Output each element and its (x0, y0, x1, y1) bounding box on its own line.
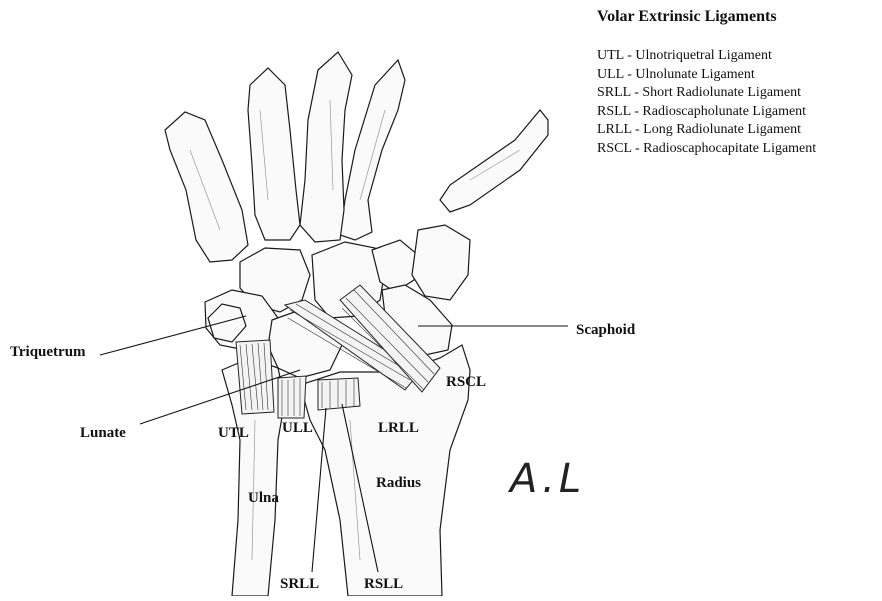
legend-item: UTL - Ulnotriquetral Ligament (597, 47, 877, 66)
label-utl: UTL (218, 425, 249, 442)
label-ull: ULL (282, 420, 313, 437)
srll-ligament (318, 378, 360, 410)
label-lunate: Lunate (80, 425, 126, 442)
legend-item: SRLL - Short Radiolunate Ligament (597, 84, 877, 103)
legend-list: UTL - Ulnotriquetral Ligament ULL - Ulno… (597, 47, 877, 159)
legend-title: Volar Extrinsic Ligaments (597, 8, 877, 26)
artist-signature: A.L (510, 456, 585, 502)
label-scaphoid: Scaphoid (576, 322, 635, 339)
label-radius: Radius (376, 475, 421, 492)
metacarpal-1 (440, 110, 548, 212)
metacarpal-5 (165, 112, 248, 262)
ull-ligament (278, 376, 306, 418)
legend-item: LRLL - Long Radiolunate Ligament (597, 121, 877, 140)
legend-item: RSLL - Radioscapholunate Ligament (597, 103, 877, 122)
label-rscl: RSCL (446, 374, 486, 391)
metacarpal-4 (248, 68, 300, 240)
legend-item: RSCL - Radioscaphocapitate Ligament (597, 140, 877, 159)
label-srll: SRLL (280, 576, 319, 593)
label-ulna: Ulna (248, 490, 279, 507)
legend-item: ULL - Ulnolunate Ligament (597, 66, 877, 85)
trapezium (412, 225, 470, 300)
utl-ligament (236, 340, 274, 414)
label-lrll: LRLL (378, 420, 419, 437)
legend: Volar Extrinsic Ligaments UTL - Ulnotriq… (597, 8, 877, 159)
label-triquetrum: Triquetrum (10, 344, 86, 361)
label-rsll: RSLL (364, 576, 403, 593)
